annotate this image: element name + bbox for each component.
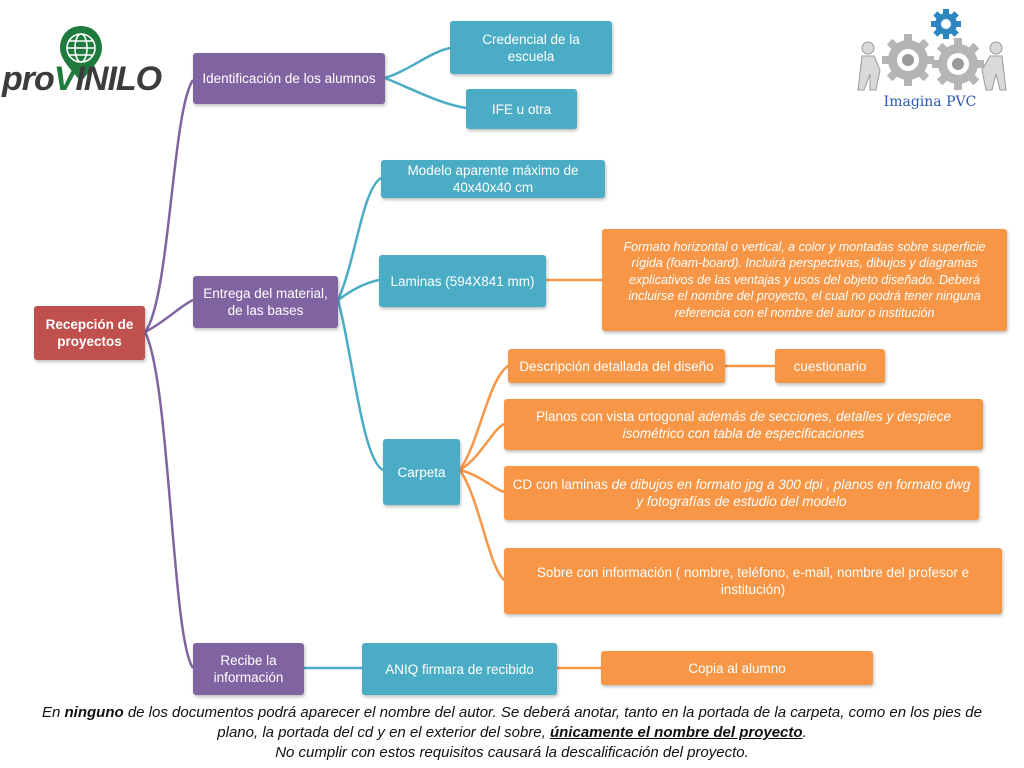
- node-laminas: Laminas (594X841 mm): [379, 255, 546, 307]
- connector-recepcion-recibe: [143, 331, 195, 669]
- node-descripcion-diseno: Descripción detallada del diseño: [508, 349, 725, 383]
- footer-text-1: En: [41, 704, 65, 721]
- node-planos-text-a: Planos con vista ortogonal: [535, 408, 699, 424]
- footer-line-2: No cumplir con estos requisitos causará …: [275, 744, 749, 761]
- globe-leaf-icon: [60, 26, 102, 82]
- node-copia-label: Copia al alumno: [688, 660, 786, 676]
- node-planos-label: Planos con vista ortogonal además de sec…: [512, 408, 975, 442]
- connector-entrega-modelo: [336, 176, 382, 301]
- logo-pro-text: pro: [2, 60, 55, 98]
- node-modelo-label: Modelo aparente máximo de 40x40x40 cm: [407, 163, 579, 195]
- connector-identificacion-credencial: [384, 46, 451, 80]
- node-planos-text-b: además de secciones, detalles y despiece…: [622, 408, 951, 441]
- node-aniq-label: ANIQ firmara de recibido: [385, 661, 534, 677]
- node-aniq-firmara: ANIQ firmara de recibido: [362, 643, 557, 695]
- node-credencial-escuela: Credencial de la escuela: [450, 21, 612, 74]
- connector-recepcion-entrega: [144, 298, 194, 334]
- footer-text-5: .: [802, 724, 807, 741]
- connector-carpeta-cd: [459, 468, 505, 494]
- imagina-caption: Imagina PVC: [883, 94, 977, 110]
- node-credencial-label: Credencial de la escuela: [482, 31, 580, 64]
- node-cd: CD con laminas de dibujos en formato jpg…: [504, 466, 979, 520]
- node-carpeta: Carpeta: [383, 439, 460, 505]
- node-copia-alumno: Copia al alumno: [601, 651, 873, 685]
- node-recepcion-label: Recepción de proyectos: [45, 317, 134, 349]
- footer-text-ninguno: ninguno: [64, 704, 124, 721]
- node-formato-label: Formato horizontal o vertical, a color y…: [623, 239, 986, 320]
- node-cd-text-a: CD con laminas: [512, 477, 612, 492]
- node-cuestionario-label: cuestionario: [793, 358, 867, 374]
- connector-carpeta-planos: [459, 422, 505, 472]
- node-recepcion-de-proyectos: Recepción de proyectos: [34, 306, 145, 360]
- node-formato-laminas: Formato horizontal o vertical, a color y…: [602, 229, 1007, 331]
- footer-line-1: En ninguno de los documentos podrá apare…: [40, 703, 984, 743]
- footer-note: En ninguno de los documentos podrá apare…: [40, 703, 984, 763]
- connector-recepcion-identificacion: [143, 79, 195, 333]
- node-descripcion-label: Descripción detallada del diseño: [519, 358, 714, 374]
- connector-entrega-carpeta: [336, 299, 384, 472]
- node-modelo-aparente: Modelo aparente máximo de 40x40x40 cm: [381, 160, 605, 198]
- connector-carpeta-sobre: [458, 469, 505, 581]
- connector-entrega-laminas: [337, 278, 380, 302]
- node-cd-label: CD con laminas de dibujos en formato jpg…: [512, 476, 971, 510]
- node-cuestionario: cuestionario: [775, 349, 885, 383]
- provinilo-wordmark: proVINILO: [2, 60, 162, 99]
- imagina-pvc-logo: Imagina PVC: [846, 8, 1014, 118]
- node-entrega-material: Entrega del material, de las bases: [193, 276, 338, 328]
- node-cd-text-b: de dibujos en formato jpg a 300 dpi , pl…: [611, 477, 971, 509]
- logo-inilo-text: INILO: [75, 60, 162, 98]
- node-ife: IFE u otra: [466, 89, 577, 129]
- node-recibe-informacion: Recibe la información: [193, 643, 304, 695]
- gears-icon: [857, 9, 1007, 91]
- node-identificacion-label: Identificación de los alumnos: [202, 71, 376, 86]
- connector-identificacion-ife: [384, 76, 467, 110]
- node-sobre: Sobre con información ( nombre, teléfono…: [504, 548, 1002, 614]
- logo-v-glyph: V: [53, 60, 77, 98]
- node-recibe-label: Recibe la información: [213, 653, 284, 685]
- node-sobre-label: Sobre con información ( nombre, teléfono…: [536, 565, 970, 597]
- node-identificacion-alumnos: Identificación de los alumnos: [193, 53, 385, 104]
- node-planos: Planos con vista ortogonal además de sec…: [504, 399, 983, 450]
- node-entrega-label: Entrega del material, de las bases: [203, 286, 328, 318]
- footer-text-unicamente: únicamente el nombre del proyecto: [549, 724, 803, 741]
- node-carpeta-label: Carpeta: [397, 464, 446, 480]
- node-laminas-label: Laminas (594X841 mm): [390, 273, 535, 289]
- provinilo-logo: proVINILO: [2, 24, 164, 98]
- node-ife-label: IFE u otra: [491, 101, 552, 117]
- footer-text-3: de los documentos podrá aparecer el nomb…: [123, 704, 982, 741]
- connector-carpeta-descripcion: [458, 364, 509, 471]
